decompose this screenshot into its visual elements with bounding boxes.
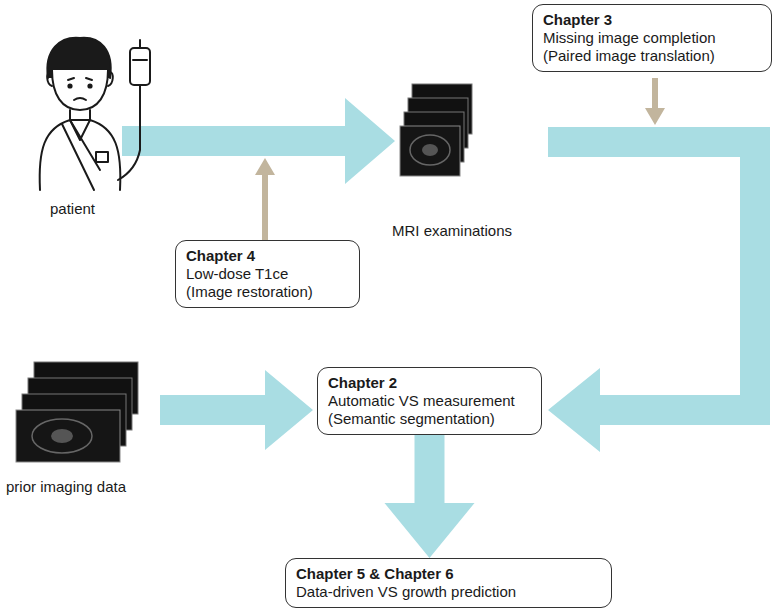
flow-arrow	[385, 435, 475, 558]
chapter-box: Chapter 5 & Chapter 6Data-driven VS grow…	[285, 558, 612, 608]
mri-stack	[16, 362, 138, 462]
flow-band	[548, 127, 770, 452]
chapter-heading: Chapter 4	[186, 247, 326, 265]
input-arrow	[645, 78, 665, 125]
chapter-heading: Chapter 5 & Chapter 6	[296, 565, 596, 583]
input-arrow	[255, 158, 275, 240]
patient-icon	[40, 38, 150, 190]
image-caption: MRI examinations	[392, 222, 512, 239]
image-caption: prior imaging data	[6, 478, 126, 495]
chapter-topic: Low-dose T1ce (Image restoration)	[186, 265, 326, 301]
flow-band	[160, 370, 313, 450]
chapter-topic: Automatic VS measurement (Semantic segme…	[328, 392, 528, 428]
chapter-box: Chapter 4Low-dose T1ce (Image restoratio…	[175, 240, 360, 308]
mri-stack	[400, 84, 472, 176]
chapter-box: Chapter 3Missing image completion (Paire…	[532, 4, 772, 72]
image-caption: patient	[50, 200, 95, 217]
chapter-heading: Chapter 2	[328, 374, 528, 392]
chapter-topic: Data-driven VS growth prediction	[296, 583, 596, 601]
chapter-heading: Chapter 3	[543, 11, 743, 29]
chapter-box: Chapter 2Automatic VS measurement (Seman…	[317, 367, 542, 435]
chapter-topic: Missing image completion (Paired image t…	[543, 29, 743, 65]
